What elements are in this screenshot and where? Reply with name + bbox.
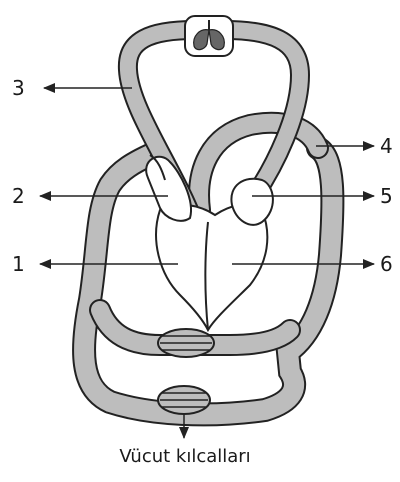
caption-body-capillaries: Vücut kılcalları: [0, 446, 370, 467]
label-4: 4: [380, 136, 393, 156]
label-3: 3: [12, 78, 25, 98]
capillary-lower: [158, 386, 210, 414]
capillary-upper: [158, 329, 214, 357]
label-6: 6: [380, 254, 393, 274]
label-1: 1: [12, 254, 25, 274]
label-5: 5: [380, 186, 393, 206]
label-2: 2: [12, 186, 25, 206]
lungs-icon: [185, 16, 233, 56]
